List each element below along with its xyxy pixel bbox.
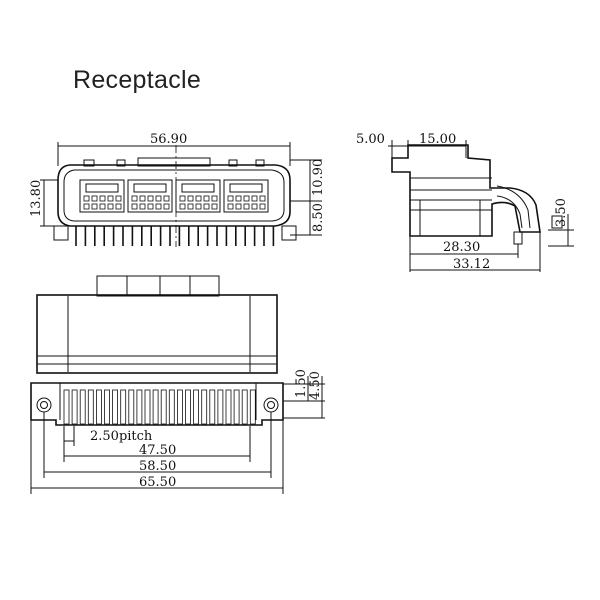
pin bbox=[168, 389, 175, 425]
drawing-title: Receptacle bbox=[73, 66, 202, 94]
pin bbox=[63, 389, 70, 425]
dim-width-top: 56.90 bbox=[150, 132, 187, 147]
dim-side-d: 28.30 bbox=[443, 240, 480, 255]
dim-side-e: 33.12 bbox=[453, 257, 490, 272]
cavity-block bbox=[175, 179, 221, 213]
pin bbox=[241, 389, 248, 425]
pin bbox=[71, 389, 78, 425]
pin bbox=[96, 389, 102, 425]
dim-side-a: 5.00 bbox=[356, 132, 385, 147]
pin bbox=[209, 389, 216, 425]
pin bbox=[185, 389, 191, 425]
pin bbox=[193, 389, 200, 425]
pin bbox=[249, 389, 256, 425]
pin bbox=[136, 389, 143, 425]
pin bbox=[233, 389, 240, 425]
pin bbox=[176, 389, 183, 425]
pin bbox=[112, 389, 118, 425]
dim-side-c: 3.50 bbox=[554, 198, 569, 227]
pin bbox=[225, 389, 232, 425]
dim-height-total: 13.80 bbox=[29, 180, 44, 217]
pin bbox=[160, 389, 167, 425]
dim-pitch: 2.50pitch bbox=[90, 429, 153, 444]
pin bbox=[144, 389, 151, 425]
bottom-view: 1.50 4.50 2.50pitch 47.50 58.50 65.50 bbox=[30, 275, 325, 494]
dim-bottom-v1: 1.50 bbox=[294, 369, 309, 398]
pin bbox=[87, 389, 94, 425]
side-view: 5.00 15.00 3.50 28.30 33.12 bbox=[356, 132, 574, 272]
pin bbox=[152, 389, 159, 425]
pin bbox=[217, 389, 224, 425]
cavity-block bbox=[79, 179, 125, 213]
dim-height-upper: 10.90 bbox=[311, 159, 326, 196]
pin bbox=[201, 389, 208, 425]
pin bbox=[128, 389, 135, 425]
cavity-block bbox=[223, 179, 269, 213]
front-view: 56.90 13.80 10.90 8.50 bbox=[29, 132, 326, 247]
pin bbox=[79, 389, 86, 425]
dim-span-outer: 65.50 bbox=[139, 475, 176, 490]
dim-span-inner: 47.50 bbox=[139, 443, 176, 458]
pin bbox=[104, 389, 110, 425]
pin bbox=[120, 389, 127, 425]
dim-height-lower: 8.50 bbox=[311, 203, 326, 232]
dim-span-mid: 58.50 bbox=[139, 459, 176, 474]
dim-bottom-v2: 4.50 bbox=[308, 371, 323, 400]
dim-side-b: 15.00 bbox=[419, 132, 456, 147]
cavity-block bbox=[127, 179, 173, 213]
